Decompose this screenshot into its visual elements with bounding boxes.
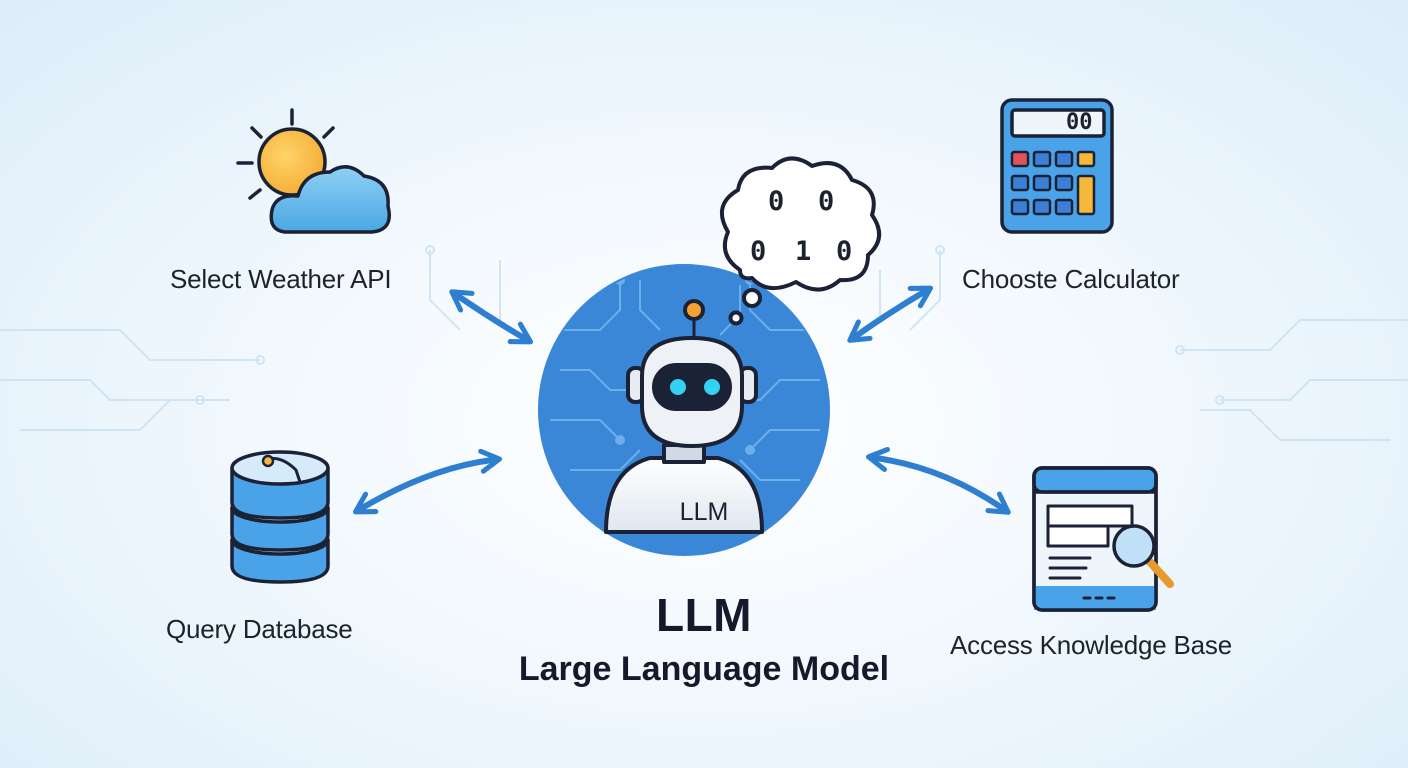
browser-search-icon [1032, 466, 1174, 612]
center-title: LLM [655, 589, 752, 641]
arrow-calculator [847, 285, 934, 343]
center-subtitle: Large Language Model [518, 650, 890, 688]
label-weather-api: Select Weather API [170, 264, 392, 294]
database-icon [230, 450, 330, 584]
connector-arrows [352, 285, 1011, 515]
arrow-weather [449, 289, 534, 345]
calculator-icon [1000, 98, 1114, 234]
arrow-knowledge [866, 446, 1011, 515]
sun-cloud-icon [236, 108, 391, 234]
thought-bubble [719, 156, 881, 326]
label-query-database: Query Database [166, 614, 353, 644]
binary-digit: 0 [768, 186, 785, 217]
robot-icon [604, 299, 764, 534]
robot-badge: LLM [679, 498, 729, 526]
binary-digit: 1 [795, 236, 812, 267]
label-knowledge-base: Access Knowledge Base [950, 630, 1232, 660]
label-calculator: Chooste Calculator [962, 264, 1180, 294]
calculator-display: 00 [1066, 110, 1093, 135]
binary-digit: 0 [750, 236, 767, 267]
binary-digit: 0 [836, 236, 853, 267]
binary-digit: 0 [818, 186, 835, 217]
arrow-database [352, 448, 503, 515]
background-circuit-pattern [0, 245, 1408, 441]
